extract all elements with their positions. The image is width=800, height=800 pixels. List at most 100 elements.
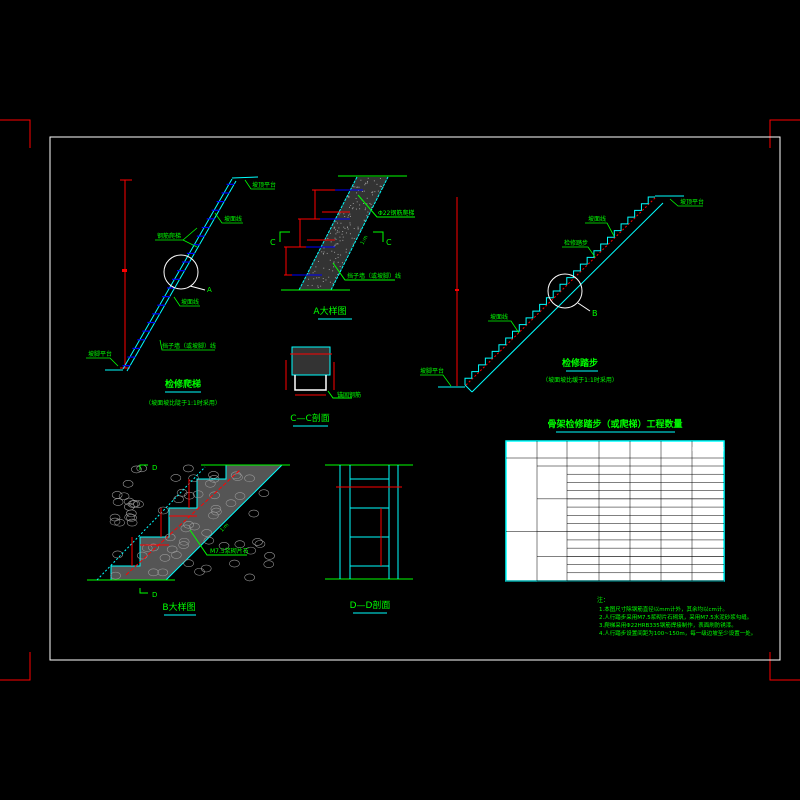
detail-b-title: B大样图 xyxy=(162,601,195,613)
section-mark-c-right: C xyxy=(386,238,392,247)
table-cell: 803.990 xyxy=(604,468,625,474)
table-cell-height: 8.000 xyxy=(545,480,559,486)
label-slope-line: 坡面线 xyxy=(224,215,242,223)
table-cell: 1:1.00 xyxy=(575,534,591,540)
label-wall-line-a: 挡子墙（或坡脚）线 xyxy=(347,272,401,280)
table-cell: 41.000 xyxy=(637,567,655,573)
notes: 注： 1.本图尺寸除钢筋直径以mm计外，其余均以cm计。 2.人行踏步采用M7.… xyxy=(597,596,756,637)
table-header: 坡高H xyxy=(545,446,559,453)
table-header: 踏步 xyxy=(640,444,650,451)
table-cell: 1000.000 xyxy=(603,493,627,499)
table-cell: 180.552 xyxy=(666,476,687,482)
label-anchor: 锚固钢筋 xyxy=(337,391,361,399)
table-cell: 4.091 xyxy=(701,567,715,573)
table-header: M7.5浆砌片石 xyxy=(692,446,724,453)
corner-marks xyxy=(0,119,800,681)
slope-ratio-b: 1:m xyxy=(219,522,230,533)
table-title: 骨架检修踏步（或爬梯）工程数量 xyxy=(547,418,682,430)
section-cc-title: C—C剖面 xyxy=(290,412,330,424)
section-dd-drawing xyxy=(325,464,413,580)
table-cell: 1:1.5 xyxy=(577,550,590,556)
table-cell: 835.229 xyxy=(604,476,625,482)
ladder-elevation xyxy=(86,176,275,372)
table-cell: 1004.988 xyxy=(603,501,627,507)
table-unit: (kg) xyxy=(672,460,682,466)
steps-elevation xyxy=(420,195,703,393)
label-steps-slope-line-lower: 坡面线 xyxy=(490,313,508,321)
label-rebar-a: Φ22钢筋爬梯 xyxy=(378,209,414,217)
quantity-table xyxy=(505,440,725,582)
label-steps-slope-line: 坡面线 xyxy=(588,215,606,223)
drawing-frame xyxy=(49,136,781,661)
table-cell: 1442.221 xyxy=(603,550,627,556)
label-steps: 检修踏步 xyxy=(564,239,588,247)
table-unit: (m³) xyxy=(703,460,714,466)
detail-ref-a: A xyxy=(207,286,212,294)
table-cell: 894.427 xyxy=(604,485,625,491)
table-cell: 26.000 xyxy=(637,493,655,499)
table-cell-height: 10.000 xyxy=(543,513,561,519)
table-cell: 1:0.50 xyxy=(575,485,591,491)
table-cell: 3.270 xyxy=(701,542,715,548)
table-cell: 229.162 xyxy=(666,518,687,524)
slope-ratio-a: 1:m xyxy=(360,234,370,246)
table-header: 项 目 xyxy=(514,452,529,458)
table-cell: 1:0.75 xyxy=(575,526,591,532)
table-unit: (个) xyxy=(641,460,650,466)
note-4: 4.人行踏步设置间距为100~150m，每一级边坡至少设置一处。 xyxy=(599,629,756,637)
quantity-table-cells: 项 目坡高H(m)边坡坡比(1:n)坡长(cm)踏步(或爬梯)数(个)Φ22钢筋… xyxy=(506,441,724,582)
table-cell: 33.000 xyxy=(637,559,655,565)
table-cell: 1414.214 xyxy=(603,559,627,565)
table-cell: 1600.781 xyxy=(603,567,627,573)
table-cell: 1:1.5 xyxy=(577,575,590,581)
table-cell: 1:0.50 xyxy=(575,518,591,524)
detail-b-drawing xyxy=(87,464,290,594)
table-cell: 40.000 xyxy=(637,550,655,556)
table-cell: 26.000 xyxy=(637,485,655,491)
table-cell: 33.000 xyxy=(637,518,655,524)
label-steps-toe-platform: 坡脚平台 xyxy=(420,367,444,375)
table-cell: 4.665 xyxy=(701,575,715,581)
table-cell-item: 检修爬梯 xyxy=(511,496,531,503)
table-cell-height: 10.000 xyxy=(543,567,561,573)
detail-ref-b: B xyxy=(592,309,598,318)
table-cell: 26.000 xyxy=(637,534,655,540)
steps-subtitle: （坡面坡比缓于1:1时采用） xyxy=(542,376,618,384)
note-3: 3.爬梯采用Φ22HRB335钢筋焊接制作，表面刷防锈漆。 xyxy=(599,621,737,629)
section-dd-title: D—D剖面 xyxy=(350,599,391,611)
table-cell-item: 检修踏步 xyxy=(511,553,531,560)
table-header: 边坡坡比 xyxy=(573,446,593,453)
table-unit: (cm) xyxy=(609,460,621,466)
table-cell-height: 8.000 xyxy=(545,542,559,548)
table-cell: 33.000 xyxy=(637,526,655,532)
ladder-subtitle: （坡面坡比陡于1:1时采用） xyxy=(145,399,221,407)
table-cell: 3.008 xyxy=(701,534,715,540)
table-cell: 50.000 xyxy=(637,575,655,581)
label-steps-top-platform: 坡顶平台 xyxy=(680,198,704,206)
table-header: Φ22钢筋 xyxy=(666,446,686,453)
table-cell: 229.162 xyxy=(666,501,687,507)
table-cell: 1:0.75 xyxy=(575,493,591,499)
table-cell: 3.752 xyxy=(701,559,715,565)
table-cell: 1:0.10 xyxy=(575,501,591,507)
table-cell: 180.552 xyxy=(666,485,687,491)
table-cell: 1044.031 xyxy=(603,509,627,515)
label-slope-line-lower: 坡面线 xyxy=(181,298,199,306)
table-cell: 1250.000 xyxy=(603,526,627,532)
table-unit: (1:n) xyxy=(577,460,589,466)
table-cell: 1802.776 xyxy=(603,575,627,581)
steps-title: 检修踏步 xyxy=(562,357,598,369)
section-mark-d-bottom: D xyxy=(152,591,157,599)
note-2: 2.人行踏步采用M7.5浆砌片石砌筑，采用M7.5水泥砂浆勾缝。 xyxy=(599,613,752,621)
table-cell: 1:0.10 xyxy=(575,468,591,474)
label-toe-platform: 坡脚平台 xyxy=(88,350,112,358)
notes-title: 注： xyxy=(597,596,609,604)
table-cell: 3.556 xyxy=(701,550,715,556)
detail-a-drawing xyxy=(279,175,415,291)
table-header: (或爬梯)数 xyxy=(634,449,658,456)
table-cell: 1131.371 xyxy=(603,534,627,540)
table-unit: (m) xyxy=(548,460,557,466)
section-mark-d-top: D xyxy=(152,464,157,472)
label-masonry: M7.5浆砌片石 xyxy=(210,547,249,555)
